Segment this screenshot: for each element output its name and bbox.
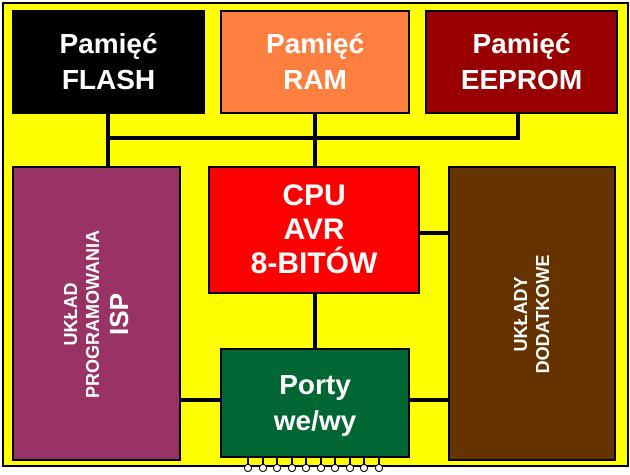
isp-line3: ISP bbox=[103, 292, 134, 335]
io-pin-lead bbox=[247, 458, 249, 466]
io-pin bbox=[360, 464, 368, 472]
io-pin bbox=[316, 464, 325, 472]
io-pin bbox=[258, 464, 267, 472]
io-pin-lead bbox=[276, 458, 278, 466]
ram-line1: Pamięć bbox=[265, 28, 365, 59]
io-pin-lead bbox=[363, 458, 365, 466]
eeprom-line2: EEPROM bbox=[460, 64, 583, 95]
io-pin-lead bbox=[290, 458, 293, 466]
cpu-block: CPU AVR 8-BITÓW bbox=[208, 166, 420, 294]
flash-memory-block: Pamięć FLASH bbox=[12, 10, 205, 114]
flash-bus-wire bbox=[106, 112, 110, 168]
io-pin bbox=[374, 464, 383, 472]
io-pin bbox=[244, 464, 252, 472]
isp-line1: UKŁAD bbox=[60, 282, 81, 345]
ram-memory-block: Pamięć RAM bbox=[220, 10, 410, 114]
flash-line2: FLASH bbox=[61, 64, 156, 95]
ports-line2: we/wy bbox=[273, 405, 357, 436]
io-pin-lead bbox=[334, 458, 336, 466]
ports-line1: Porty bbox=[279, 369, 351, 400]
io-pin-lead bbox=[305, 458, 307, 466]
cpu-line1: CPU bbox=[282, 179, 346, 212]
isp-line2: PROGRAMOWANIA bbox=[82, 229, 103, 398]
io-ports-block: Porty we/wy bbox=[220, 348, 410, 458]
isp-programming-block: UKŁAD PROGRAMOWANIA ISP bbox=[12, 166, 181, 461]
cpu-line2: AVR bbox=[283, 213, 345, 246]
cpu-line3: 8-BITÓW bbox=[250, 247, 378, 280]
extra-line1: UKŁADY bbox=[511, 276, 531, 351]
eeprom-memory-block: Pamięć EEPROM bbox=[425, 10, 618, 114]
extra-line2: DODATKOWE bbox=[533, 254, 553, 373]
io-pins bbox=[240, 458, 390, 475]
cpu-extra-wire bbox=[418, 231, 450, 235]
io-pin bbox=[302, 464, 310, 472]
io-pin-lead bbox=[348, 458, 351, 466]
io-pin-lead bbox=[377, 458, 380, 466]
io-pin bbox=[273, 464, 281, 472]
cpu-ports-wire bbox=[313, 292, 317, 350]
io-pin-lead bbox=[319, 458, 322, 466]
extra-circuits-block: UKŁADY DODATKOWE bbox=[448, 166, 616, 461]
io-pin bbox=[287, 464, 296, 472]
io-pin-lead bbox=[261, 458, 264, 466]
ports-extra-wire bbox=[408, 398, 450, 402]
ram-line2: RAM bbox=[283, 64, 347, 95]
eeprom-line1: Pamięć bbox=[472, 28, 571, 59]
io-pin bbox=[331, 464, 339, 472]
ram-bus-wire bbox=[313, 112, 317, 168]
flash-line1: Pamięć bbox=[59, 28, 158, 59]
io-pin bbox=[345, 464, 354, 472]
isp-ports-wire bbox=[180, 398, 222, 402]
eeprom-bus-wire bbox=[516, 112, 520, 139]
